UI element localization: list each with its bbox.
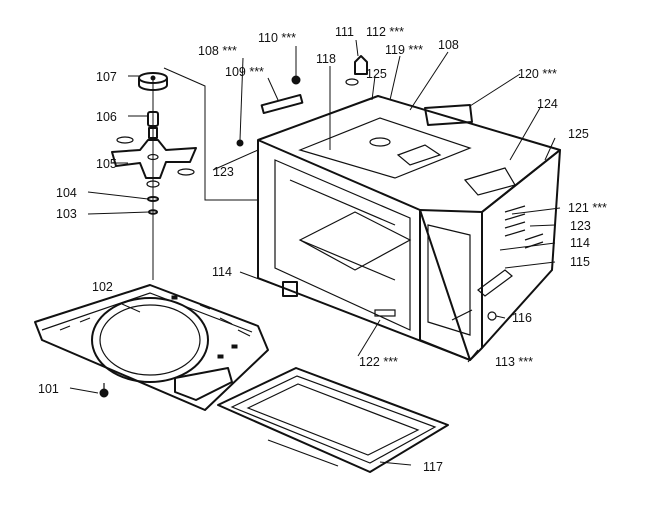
label-108a: 108 *** bbox=[198, 44, 237, 58]
label-117: 117 bbox=[423, 460, 443, 474]
label-105: 105 bbox=[96, 157, 117, 171]
label-122: 122 *** bbox=[359, 355, 398, 369]
label-111: 111 bbox=[335, 25, 354, 39]
part-101-screw bbox=[99, 383, 109, 398]
label-114a: 114 bbox=[212, 265, 232, 279]
label-120: 120 *** bbox=[518, 67, 557, 81]
label-125b: 125 bbox=[568, 127, 589, 141]
label-121: 121 *** bbox=[568, 201, 607, 215]
label-124: 124 bbox=[537, 97, 558, 111]
part-117-tray bbox=[217, 367, 449, 473]
label-108b: 108 bbox=[438, 38, 459, 52]
label-115: 115 bbox=[570, 255, 590, 269]
part-105-roller-stay bbox=[111, 136, 197, 188]
label-116: 116 bbox=[512, 311, 532, 325]
label-123a: 123 bbox=[213, 165, 234, 179]
label-125a: 125 bbox=[366, 67, 387, 81]
label-119: 119 *** bbox=[385, 43, 423, 57]
part-labels: 107 106 105 104 103 102 101 108 *** 109 … bbox=[38, 25, 607, 474]
label-112: 112 *** bbox=[366, 25, 404, 39]
turntable-drive-assembly bbox=[111, 72, 197, 280]
label-107: 107 bbox=[96, 70, 117, 84]
label-110: 110 *** bbox=[258, 31, 296, 45]
label-103: 103 bbox=[56, 207, 77, 221]
part-107-coupler bbox=[138, 72, 168, 91]
label-113: 113 *** bbox=[495, 355, 533, 369]
label-123b: 123 bbox=[570, 219, 591, 233]
label-101: 101 bbox=[38, 382, 59, 396]
part-106-shaft bbox=[147, 111, 159, 139]
part-102-base-plate bbox=[34, 284, 269, 411]
label-114b: 114 bbox=[570, 236, 590, 250]
label-104: 104 bbox=[56, 186, 77, 200]
label-106: 106 bbox=[96, 110, 117, 124]
label-102: 102 bbox=[92, 280, 113, 294]
leader-lines bbox=[69, 39, 561, 466]
oven-cavity-chassis bbox=[257, 95, 561, 361]
label-118: 118 bbox=[316, 52, 336, 66]
label-109: 109 *** bbox=[225, 65, 264, 79]
